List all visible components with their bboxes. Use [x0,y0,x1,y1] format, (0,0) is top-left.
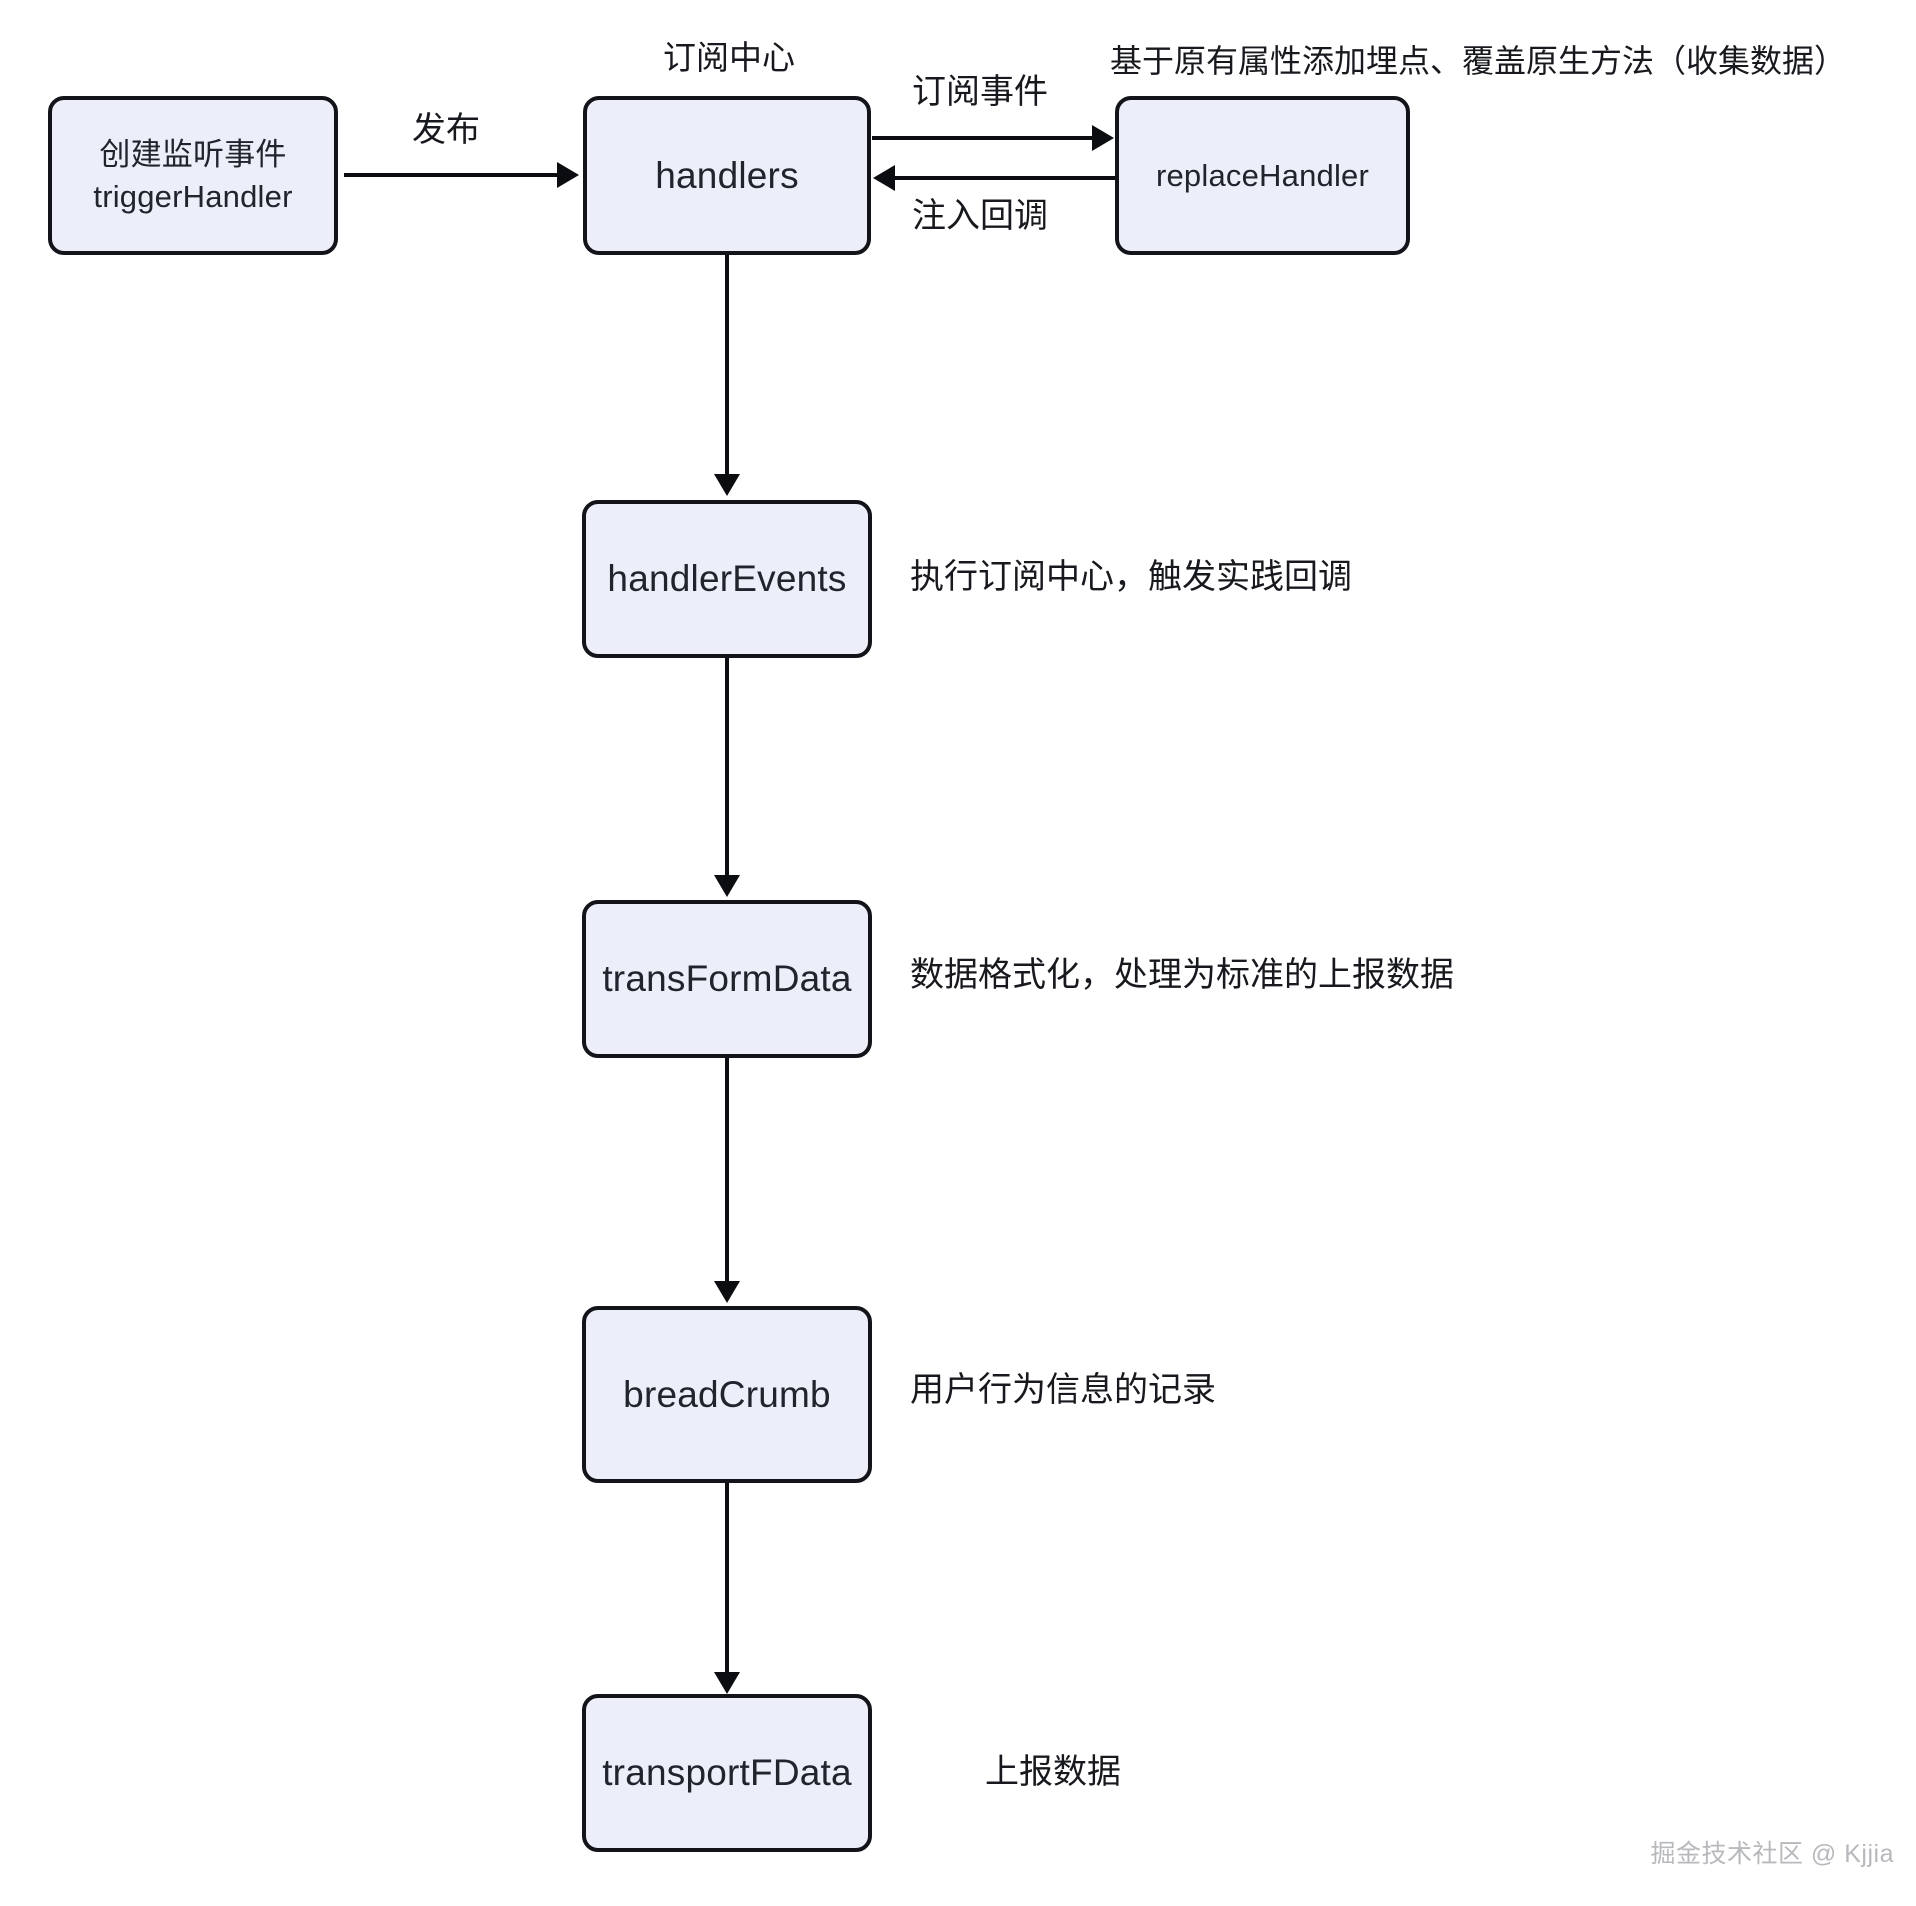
edge-label-inject-callback: 注入回调 [912,197,1048,235]
node-handler-events[interactable]: handlerEvents [582,500,872,658]
watermark: 掘金技术社区 @ Kjjia [1650,1840,1894,1868]
handlers-caption: 订阅中心 [663,39,795,76]
node-bread-crumb[interactable]: breadCrumb [582,1306,872,1483]
edge-handler-events-to-transform-data-line [725,658,729,878]
annotation-bread-crumb: 用户行为信息的记录 [910,1371,1216,1409]
edge-transform-data-to-bread-crumb-arrowhead [714,1281,740,1303]
edge-bread-crumb-to-transport-f-data-line [725,1483,729,1675]
node-replace-handler[interactable]: replaceHandler [1115,96,1410,255]
node-transport-f-data-label: transportFData [602,1752,852,1794]
edge-subscribe-event-line [872,136,1094,140]
edge-bread-crumb-to-transport-f-data-arrowhead [714,1672,740,1694]
edge-inject-callback-line [895,176,1115,180]
edge-transform-data-to-bread-crumb-line [725,1058,729,1284]
node-transform-data[interactable]: transFormData [582,900,872,1058]
node-handlers[interactable]: handlers [583,96,871,255]
node-handler-events-label: handlerEvents [607,558,847,600]
replace-handler-note: 基于原有属性添加埋点、覆盖原生方法（收集数据） [1110,43,1847,79]
node-transport-f-data[interactable]: transportFData [582,1694,872,1852]
node-transform-data-label: transFormData [602,958,852,1000]
edge-subscribe-event-arrowhead [1092,125,1114,151]
node-trigger-handler[interactable]: 创建监听事件 triggerHandler [48,96,338,255]
node-handlers-label: handlers [655,154,799,196]
node-trigger-handler-line2: triggerHandler [93,178,293,214]
node-replace-handler-label: replaceHandler [1155,157,1370,193]
edge-label-subscribe-event: 订阅事件 [912,73,1048,111]
node-trigger-handler-line1: 创建监听事件 [99,136,287,172]
edge-publish-arrowhead [557,162,579,188]
node-bread-crumb-label: breadCrumb [623,1373,831,1415]
edge-publish-line [344,173,559,177]
edge-inject-callback-arrowhead [873,165,895,191]
edge-label-publish: 发布 [412,111,480,149]
edge-handlers-to-handler-events-line [725,255,729,477]
annotation-transport-f-data: 上报数据 [985,1753,1121,1791]
edge-handlers-to-handler-events-arrowhead [714,474,740,496]
annotation-transform-data: 数据格式化，处理为标准的上报数据 [910,956,1454,994]
edge-handler-events-to-transform-data-arrowhead [714,875,740,897]
annotation-handler-events: 执行订阅中心，触发实践回调 [910,558,1352,596]
